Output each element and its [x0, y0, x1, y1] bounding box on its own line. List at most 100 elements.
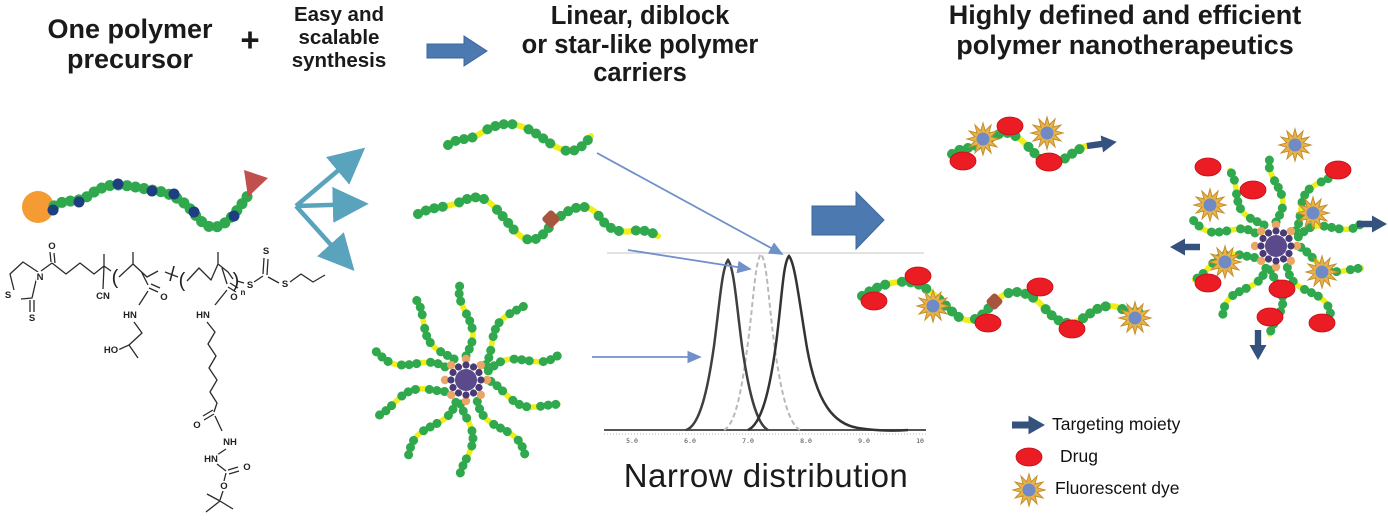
drug-icon: [1058, 319, 1086, 339]
atom-label: O: [243, 462, 250, 473]
heading-line: precursor: [66, 44, 194, 75]
linear-carrier: [443, 118, 596, 157]
subscript-n: n: [241, 288, 246, 297]
drug-icon: [1035, 152, 1063, 172]
fluorescent-dye-icon: [1208, 245, 1242, 279]
pointer-linear-to-peak: [596, 152, 784, 255]
omega-end-group-icon: [244, 170, 268, 197]
fluorescent-dye-icon: [1030, 116, 1064, 150]
heading-nanotherapeutics: Highly defined and efficient polymer nan…: [918, 0, 1332, 60]
heading-easy-scalable-synthesis: Easy and scalable synthesis: [280, 3, 398, 73]
targeting-arrow-icon: [1170, 238, 1200, 256]
atom-label: HO: [104, 345, 118, 356]
trace-diblock: [723, 252, 801, 431]
atom-label: O: [160, 292, 167, 303]
precursor-chain: [22, 170, 268, 233]
atom-label: S: [5, 290, 11, 301]
atom-label: O: [220, 481, 227, 492]
heading-line: synthesis: [291, 48, 387, 72]
drug-icon: [860, 291, 888, 311]
x-tick: 6.0: [684, 437, 696, 445]
drug-oval-icon: [1015, 447, 1043, 467]
flow-arrow-icon: [426, 35, 488, 67]
drug-icon: [974, 313, 1002, 333]
legend: [1012, 415, 1046, 507]
atom-label: O: [48, 241, 55, 252]
drug-icon: [1239, 180, 1267, 200]
targeting-arrow-icon: [1357, 215, 1387, 233]
heading-line: polymer nanotherapeutics: [956, 30, 1294, 61]
legend-label-drug: Drug: [1060, 446, 1098, 466]
x-tick: 10: [916, 437, 924, 445]
heading-line: scalable: [298, 25, 380, 49]
paren: (: [179, 270, 186, 292]
x-tick: 7.0: [742, 437, 754, 445]
trace-linear: [747, 254, 909, 432]
linear-nano: [947, 116, 1118, 172]
fluorescent-starburst-icon: [1012, 473, 1046, 507]
atom-label: O: [230, 292, 237, 303]
fluorescent-dye-icon: [1193, 188, 1227, 222]
pointer-diblock-to-peak: [627, 249, 752, 274]
drug-icon: [1308, 313, 1336, 333]
atom-label: O: [193, 420, 200, 431]
atom-label: HN: [196, 310, 210, 321]
atom-label: N: [37, 272, 44, 283]
drug-icon: [949, 151, 977, 171]
big-flow-arrow-icon: [811, 190, 885, 251]
targeting-arrow-icon: [1085, 133, 1118, 155]
drug-icon: [904, 266, 932, 286]
atom-label: S: [247, 280, 253, 291]
atom-label: S: [282, 279, 288, 290]
heading-line: Linear, diblock: [550, 2, 730, 30]
chemical-structure: O N S S CN ( O HN HO / ( O HN ) n S S S …: [3, 240, 326, 513]
legend-label-fluorescent-dye: Fluorescent dye: [1055, 478, 1180, 498]
heading-line: Highly defined and efficient: [948, 0, 1302, 30]
trace-star: [685, 257, 769, 432]
diblock-nano: [857, 266, 1152, 339]
block-junction-icon: [986, 293, 1003, 310]
peak-pointer-arrows: [592, 152, 784, 364]
x-tick: 9.0: [858, 437, 870, 445]
drug-icon: [1268, 279, 1296, 299]
gpc-chromatogram: 5.0 6.0 7.0 8.0 9.0 10: [604, 252, 926, 445]
atom-label: S: [29, 313, 35, 324]
alpha-end-group-icon: [22, 191, 54, 223]
drug-icon: [1256, 307, 1284, 327]
paren: ): [233, 270, 240, 292]
atom-label: S: [263, 246, 269, 257]
heading-line: carriers: [593, 59, 687, 88]
targeting-arrow-icon: [1012, 415, 1045, 435]
drug-icon: [1194, 273, 1222, 293]
chart-caption-narrow-distribution: Narrow distribution: [623, 457, 909, 494]
heading-one-polymer-precursor: One polymer precursor: [28, 14, 232, 74]
atom-label: HN: [123, 310, 137, 321]
heading-polymer-carriers: Linear, diblock or star-like polymer car…: [488, 2, 792, 88]
heading-line: Easy and: [293, 3, 385, 26]
heading-line: One polymer: [47, 14, 213, 44]
targeting-arrow-icon: [1249, 330, 1267, 360]
drug-icon: [1194, 157, 1222, 177]
legend-label-targeting-moiety: Targeting moiety: [1052, 414, 1181, 434]
diblock-carrier: [413, 192, 663, 245]
block-junction-icon: [542, 210, 560, 228]
fluorescent-dye-icon: [1278, 128, 1312, 162]
branching-arrows-icon: [294, 147, 369, 272]
drug-icon: [1324, 160, 1352, 180]
atom-label: HN: [204, 454, 218, 465]
heading-line: or star-like polymer: [521, 30, 759, 59]
atom-label: CN: [96, 291, 110, 302]
x-tick: 8.0: [800, 437, 812, 445]
fluorescent-dye-icon: [916, 289, 950, 323]
drug-icon: [996, 116, 1024, 136]
star-carrier: [371, 280, 563, 480]
separator: /: [169, 264, 175, 286]
drug-icon: [1026, 277, 1054, 297]
atom-label: NH: [223, 437, 237, 448]
star-nano: [1187, 153, 1366, 339]
navy-beads: [47, 178, 240, 222]
x-tick: 5.0: [626, 437, 638, 445]
plus-sign: +: [240, 21, 260, 58]
